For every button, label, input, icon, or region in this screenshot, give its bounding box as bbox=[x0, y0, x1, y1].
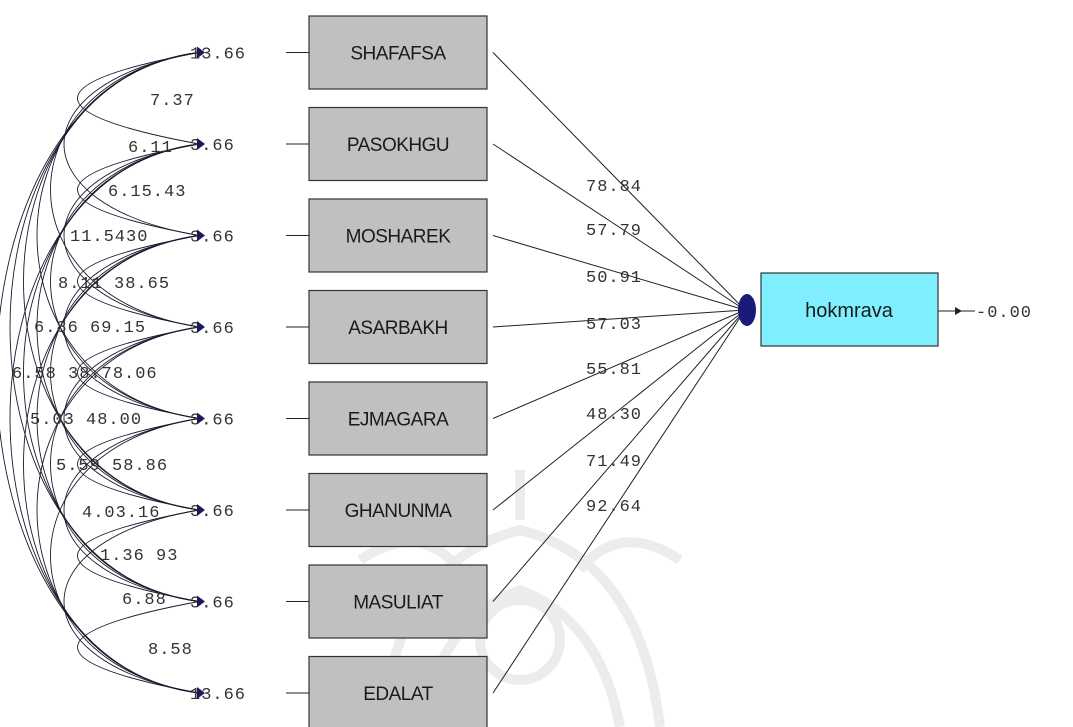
error-value: 13.66 bbox=[190, 686, 246, 705]
covariance-label: 1.36 93 bbox=[100, 547, 178, 566]
observed-label: EDALAT bbox=[363, 684, 433, 705]
observed-label: SHAFAFSA bbox=[350, 44, 446, 65]
covariance-label: 11.5430 bbox=[70, 228, 148, 247]
error-arrowhead bbox=[197, 321, 205, 333]
error-value: 3.66 bbox=[190, 229, 235, 248]
covariance-label: 6.86 69.15 bbox=[34, 319, 146, 338]
observed-variable: GHANUNMA 3.66 bbox=[190, 472, 488, 548]
error-arrowhead bbox=[197, 504, 205, 516]
covariance-curve bbox=[23, 235, 200, 694]
path-coefficients: 78.84 57.79 50.91 57.03 55.81 48.30 71.49 92.64 bbox=[586, 178, 642, 517]
observed-label: MOSHAREK bbox=[346, 227, 452, 248]
observed-box bbox=[308, 289, 488, 365]
covariance-curve bbox=[77, 143, 200, 236]
latent-error-value: -0.00 bbox=[976, 304, 1032, 323]
observed-label: ASARBAKH bbox=[348, 318, 447, 339]
error-value: 3.66 bbox=[190, 320, 235, 339]
error-arrowhead bbox=[197, 46, 205, 59]
observed-box bbox=[308, 198, 488, 273]
path-line bbox=[492, 143, 746, 311]
covariance-curve bbox=[77, 509, 200, 602]
path-coefficient: 57.79 bbox=[586, 222, 642, 241]
latent-error-arrowhead bbox=[955, 307, 962, 315]
covariance-curve bbox=[50, 418, 200, 694]
covariance-curve bbox=[77, 326, 200, 419]
covariance-curve bbox=[36, 143, 200, 511]
path-coefficient: 92.64 bbox=[586, 498, 642, 517]
covariance-curves bbox=[0, 52, 200, 694]
error-value: 3.66 bbox=[190, 503, 235, 522]
path-lines bbox=[492, 52, 746, 694]
error-arrowhead bbox=[197, 687, 205, 699]
path-coefficient: 71.49 bbox=[586, 453, 642, 472]
observed-box bbox=[308, 564, 488, 639]
observed-label: MASULIAT bbox=[353, 593, 444, 614]
observed-variable: EJMAGARA 3.66 bbox=[190, 381, 488, 456]
path-coefficient: 57.03 bbox=[586, 316, 642, 335]
observed-box bbox=[308, 15, 488, 90]
path-line bbox=[492, 309, 746, 419]
path-line bbox=[492, 309, 746, 602]
covariance-label: 8.11 38.65 bbox=[58, 275, 170, 294]
observed-box bbox=[308, 655, 488, 727]
covariance-curve bbox=[63, 52, 200, 236]
observed-label: PASOKHGU bbox=[347, 135, 449, 156]
path-line bbox=[492, 309, 746, 511]
covariance-curve bbox=[77, 52, 200, 145]
observed-box bbox=[308, 472, 488, 548]
error-arrowhead bbox=[197, 229, 205, 242]
covariance-curve bbox=[36, 326, 200, 694]
error-value: 3.66 bbox=[190, 137, 235, 156]
observed-variable: EDALAT 13.66 bbox=[190, 655, 488, 727]
path-coefficient: 48.30 bbox=[586, 406, 642, 425]
covariance-curve bbox=[77, 235, 200, 328]
observed-variables: SHAFAFSA13.66PASOKHGU3.66MOSHAREK3.66ASA… bbox=[190, 15, 488, 727]
covariance-curve bbox=[63, 418, 200, 602]
covariance-label: 5.03 48.00 bbox=[30, 411, 142, 430]
covariance-label: 8.58 bbox=[148, 641, 193, 660]
error-arrowhead bbox=[197, 595, 205, 608]
path-line bbox=[492, 235, 746, 311]
error-value: 13.66 bbox=[190, 46, 246, 65]
observed-box bbox=[308, 381, 488, 456]
path-coefficient: 55.81 bbox=[586, 361, 642, 380]
observed-box bbox=[308, 106, 488, 182]
observed-variable: MOSHAREK 3.66 bbox=[190, 198, 488, 273]
covariance-label: 6.15.43 bbox=[108, 183, 186, 202]
covariance-label: 6.11 bbox=[128, 139, 173, 158]
latent-arrow-hub bbox=[738, 294, 756, 326]
latent-box bbox=[760, 272, 939, 347]
path-line bbox=[492, 309, 746, 694]
observed-variable: ASARBAKH 3.66 bbox=[190, 289, 488, 365]
observed-variable: PASOKHGU 3.66 bbox=[190, 106, 488, 182]
error-value: 3.66 bbox=[190, 595, 235, 614]
observed-label: EJMAGARA bbox=[348, 410, 449, 431]
covariance-label: 6.88 bbox=[122, 591, 167, 610]
error-arrowhead bbox=[197, 412, 205, 425]
covariance-label: 4.03.16 bbox=[82, 504, 160, 523]
latent-variable: hokmrava -0.00 bbox=[738, 272, 1032, 347]
covariance-curve bbox=[77, 601, 200, 694]
error-value: 3.66 bbox=[190, 412, 235, 431]
covariance-curve bbox=[63, 235, 200, 419]
observed-label: GHANUNMA bbox=[345, 501, 453, 522]
covariance-label: 7.37 bbox=[150, 92, 195, 111]
path-line bbox=[492, 309, 746, 328]
path-line bbox=[492, 52, 746, 311]
covariance-curve bbox=[63, 143, 200, 328]
covariance-label: 5.59 58.86 bbox=[56, 457, 168, 476]
observed-variable: SHAFAFSA 13.66 bbox=[190, 15, 488, 90]
covariance-curve bbox=[63, 326, 200, 511]
covariance-label: 6.58 38.78.06 bbox=[12, 365, 158, 384]
covariance-labels: 7.37 6.11 6.15.43 11.5430 8.11 38.65 6.86 69.… bbox=[12, 92, 195, 660]
covariance-curve bbox=[77, 418, 200, 511]
observed-variable: MASULIAT 3.66 bbox=[190, 564, 488, 639]
path-coefficient: 78.84 bbox=[586, 178, 642, 197]
error-arrowhead bbox=[197, 138, 205, 150]
covariance-curve bbox=[36, 235, 200, 602]
path-coefficient: 50.91 bbox=[586, 269, 642, 288]
covariance-curve bbox=[63, 509, 200, 694]
latent-label: hokmrava bbox=[805, 300, 894, 322]
